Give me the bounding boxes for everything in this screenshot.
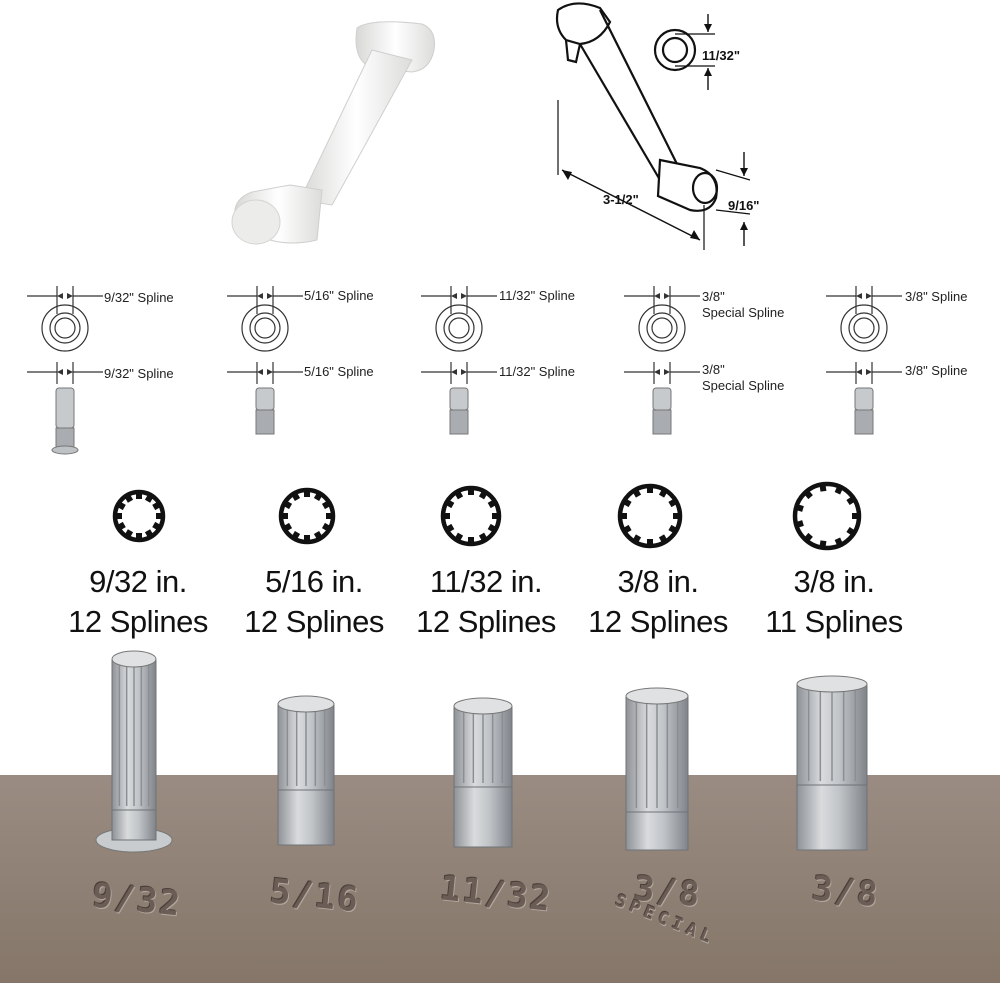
spline-label-bottom-4b: Special Spline [702,378,785,393]
spline-profile-icon-4 [614,480,686,552]
spline-profile-icon-2 [275,484,339,548]
spline-diagram-4 [622,284,702,459]
pin-display-board-photo [0,640,1000,983]
size-value: 3/8 in. [793,564,875,599]
spline-profile-icon-1 [109,486,169,546]
spline-diagram-2 [225,284,305,459]
spline-count: 12 Splines [68,604,208,639]
crank-dimension-drawing [540,0,800,260]
spline-pin-5 [796,675,868,851]
spline-count: 12 Splines [244,604,384,639]
spline-label-bottom-2: 5/16" Spline [304,364,374,379]
size-value: 3/8 in. [617,564,699,599]
spline-label-top-3: 11/32" Spline [499,288,575,303]
spline-profile-icon-5 [789,478,865,554]
spline-diagram-3 [419,284,499,459]
size-value: 9/32 in. [89,564,187,599]
size-caption-3: 11/32 in. 12 Splines [396,562,576,642]
size-value: 5/16 in. [265,564,363,599]
crank-knob-dimension: 9/16" [728,198,760,213]
size-caption-5: 3/8 in. 11 Splines [744,562,924,642]
spline-label-bottom-1: 9/32" Spline [104,366,174,381]
spline-pin-4 [625,687,689,851]
spline-label-top-4a: 3/8" [702,289,725,304]
crank-spline-dimension: 11/32" [702,48,740,63]
spline-count: 12 Splines [416,604,556,639]
spline-label-bottom-5: 3/8" Spline [905,363,968,378]
spline-pin-2 [277,695,335,846]
size-value: 11/32 in. [429,564,543,599]
size-caption-4: 3/8 in. 12 Splines [568,562,748,642]
spline-count: 11 Splines [765,604,903,639]
spline-label-bottom-4a: 3/8" [702,362,725,377]
spline-label-top-2: 5/16" Spline [304,288,374,303]
spline-label-top-4b: Special Spline [702,305,785,320]
spline-diagram-1 [25,284,105,459]
spline-profile-icon-3 [437,482,505,550]
spline-count: 12 Splines [588,604,728,639]
size-caption-1: 9/32 in. 12 Splines [48,562,228,642]
crank-handle-photo [222,10,452,250]
spline-label-bottom-3: 11/32" Spline [499,364,575,379]
stamp-5: 3/8 [810,868,882,916]
crank-length-dimension: 3-1/2" [603,192,639,207]
size-caption-2: 5/16 in. 12 Splines [224,562,404,642]
spline-label-top-5: 3/8" Spline [905,289,968,304]
spline-label-top-1: 9/32" Spline [104,290,174,305]
spline-diagram-5 [824,284,904,459]
spline-pin-3 [453,697,513,848]
spline-pin-1 [95,650,173,853]
